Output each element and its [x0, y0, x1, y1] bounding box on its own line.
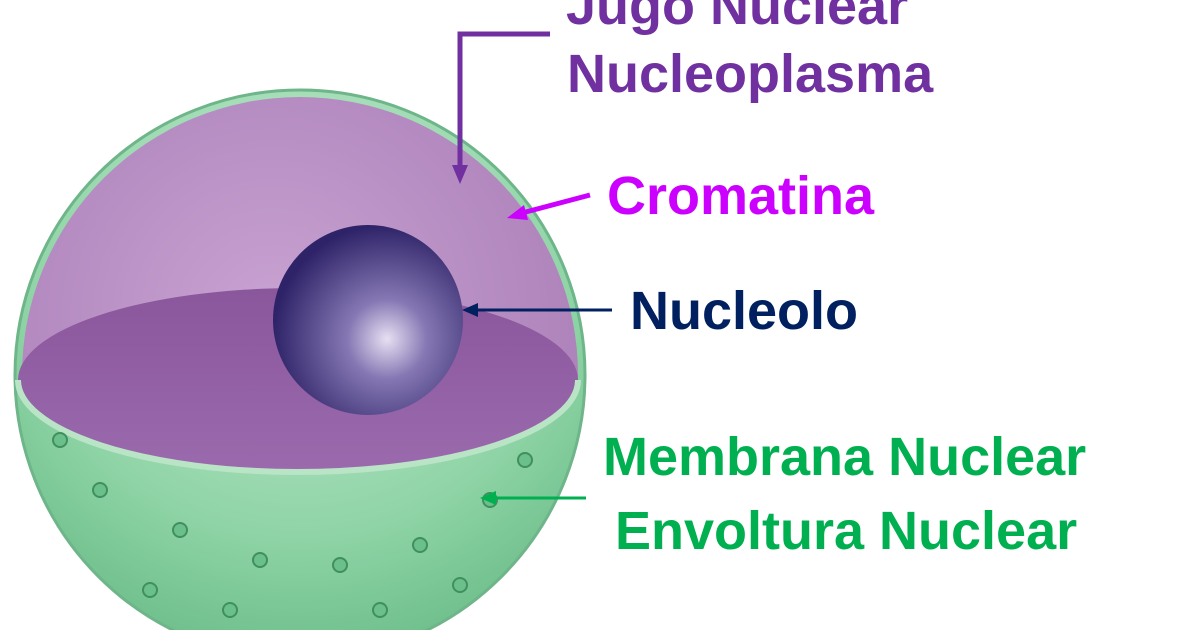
- label-membrana-nuclear: Membrana Nuclear: [603, 427, 1087, 487]
- label-nucleolo: Nucleolo: [630, 281, 859, 341]
- nucleolo-arrowhead: [462, 303, 478, 317]
- nucleoplasma-arrow: [457, 31, 550, 170]
- label-cromatina: Cromatina: [607, 166, 875, 226]
- cromatina-arrow: [521, 192, 591, 216]
- label-nucleoplasma: Nucleoplasma: [567, 44, 934, 104]
- label-envoltura-nuclear: Envoltura Nuclear: [615, 501, 1078, 561]
- label-jugo-nuclear: Jugo Nuclear: [566, 0, 909, 36]
- cromatina-arrowhead: [507, 205, 528, 220]
- membrane-rim: [15, 379, 581, 475]
- nucleolus-sphere: [273, 225, 463, 415]
- nucleoplasma-arrowhead: [452, 165, 468, 184]
- membrana-arrowhead: [480, 491, 496, 505]
